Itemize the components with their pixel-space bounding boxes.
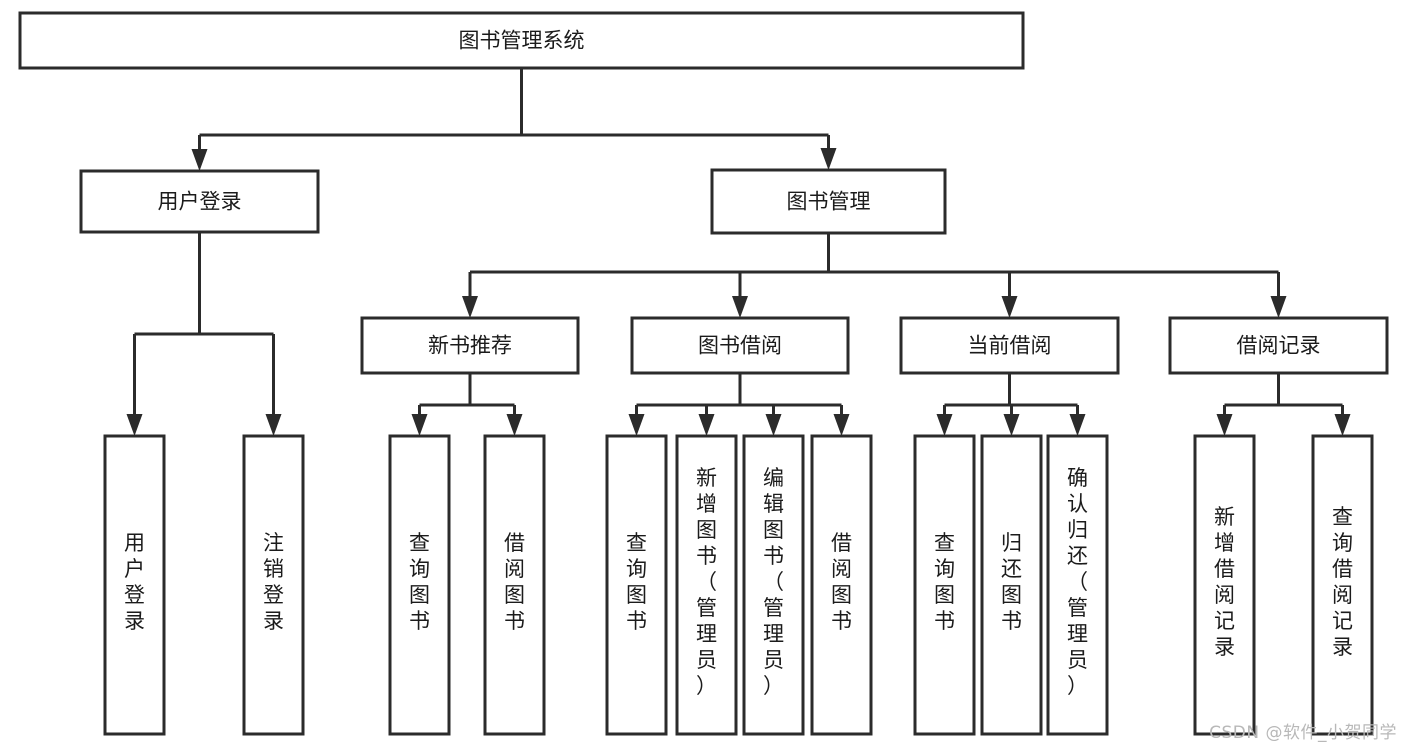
- node-query-book-1[interactable]: 查询图书: [388, 434, 451, 736]
- node-box-edit-book-admin[interactable]: [742, 434, 805, 736]
- node-label-borrow-book-2: 借阅图书: [831, 531, 852, 633]
- node-confirm-return-admin[interactable]: 确认归还（管理员）: [1046, 434, 1109, 736]
- node-box-confirm-return-admin[interactable]: [1046, 434, 1109, 736]
- node-label-add-book-admin: 新增图书（管理员）: [696, 466, 717, 698]
- node-edit-book-admin[interactable]: 编辑图书（管理员）: [742, 434, 805, 736]
- node-box-borrow-book-1[interactable]: [483, 434, 546, 736]
- node-box-borrow-book-2[interactable]: [810, 434, 873, 736]
- node-label-borrow-book-1: 借阅图书: [504, 531, 525, 633]
- node-undefined[interactable]: 图书管理系统: [18, 11, 1025, 70]
- node-book-borrow[interactable]: 图书借阅: [630, 316, 850, 375]
- node-box-borrow-record[interactable]: [1168, 316, 1389, 375]
- node-query-book-2[interactable]: 查询图书: [605, 434, 668, 736]
- node-box-book-manage[interactable]: [710, 168, 947, 235]
- node-add-borrow-record[interactable]: 新增借阅记录: [1193, 434, 1256, 736]
- node-box-query-book-1[interactable]: [388, 434, 451, 736]
- node-label-query-book-3: 查询图书: [934, 531, 955, 633]
- node-borrow-record[interactable]: 借阅记录: [1168, 316, 1389, 375]
- node-label-confirm-return-admin: 确认归还（管理员）: [1067, 466, 1088, 698]
- node-label-user-logout: 注销登录: [263, 531, 284, 633]
- node-borrow-book-1[interactable]: 借阅图书: [483, 434, 546, 736]
- connector-layer: [126, 68, 1351, 436]
- node-box-query-book-2[interactable]: [605, 434, 668, 736]
- node-box-undefined[interactable]: [18, 11, 1025, 70]
- node-current-borrow[interactable]: 当前借阅: [899, 316, 1120, 375]
- node-box-user-login[interactable]: [79, 169, 320, 234]
- node-add-book-admin[interactable]: 新增图书（管理员）: [675, 434, 738, 736]
- node-label-return-book: 归还图书: [1001, 531, 1022, 633]
- node-return-book[interactable]: 归还图书: [980, 434, 1043, 736]
- node-label-query-borrow-record: 查询借阅记录: [1332, 505, 1353, 659]
- node-box-return-book[interactable]: [980, 434, 1043, 736]
- node-label-book-borrow: 图书借阅: [698, 334, 782, 358]
- node-label-borrow-record: 借阅记录: [1237, 334, 1321, 358]
- node-user-login[interactable]: 用户登录: [79, 169, 320, 234]
- node-label-edit-book-admin: 编辑图书（管理员）: [763, 466, 784, 698]
- node-box-user-logout[interactable]: [242, 434, 305, 736]
- node-label-user-login: 用户登录: [158, 190, 242, 214]
- node-label-book-manage: 图书管理: [787, 190, 871, 214]
- node-label-add-borrow-record: 新增借阅记录: [1214, 505, 1235, 659]
- node-borrow-book-2[interactable]: 借阅图书: [810, 434, 873, 736]
- node-label-query-book-1: 查询图书: [409, 531, 430, 633]
- node-book-manage[interactable]: 图书管理: [710, 168, 947, 235]
- node-label-new-book-recommend: 新书推荐: [428, 334, 512, 358]
- node-box-new-book-recommend[interactable]: [360, 316, 580, 375]
- node-box-query-book-3[interactable]: [913, 434, 976, 736]
- node-user-logout[interactable]: 注销登录: [242, 434, 305, 736]
- node-query-book-3[interactable]: 查询图书: [913, 434, 976, 736]
- node-box-query-borrow-record[interactable]: [1311, 434, 1374, 736]
- node-label-query-book-2: 查询图书: [626, 531, 647, 633]
- node-box-book-borrow[interactable]: [630, 316, 850, 375]
- node-new-book-recommend[interactable]: 新书推荐: [360, 316, 580, 375]
- node-label-undefined: 图书管理系统: [459, 29, 585, 53]
- node-user-login-do[interactable]: 用户登录: [103, 434, 166, 736]
- node-box-add-book-admin[interactable]: [675, 434, 738, 736]
- node-box-user-login-do[interactable]: [103, 434, 166, 736]
- node-box-add-borrow-record[interactable]: [1193, 434, 1256, 736]
- node-query-borrow-record[interactable]: 查询借阅记录: [1311, 434, 1374, 736]
- node-label-user-login-do: 用户登录: [124, 531, 145, 633]
- node-layer: 图书管理系统用户登录用户登录注销登录图书管理新书推荐查询图书借阅图书图书借阅查询…: [18, 11, 1389, 736]
- node-box-current-borrow[interactable]: [899, 316, 1120, 375]
- node-label-current-borrow: 当前借阅: [968, 334, 1052, 358]
